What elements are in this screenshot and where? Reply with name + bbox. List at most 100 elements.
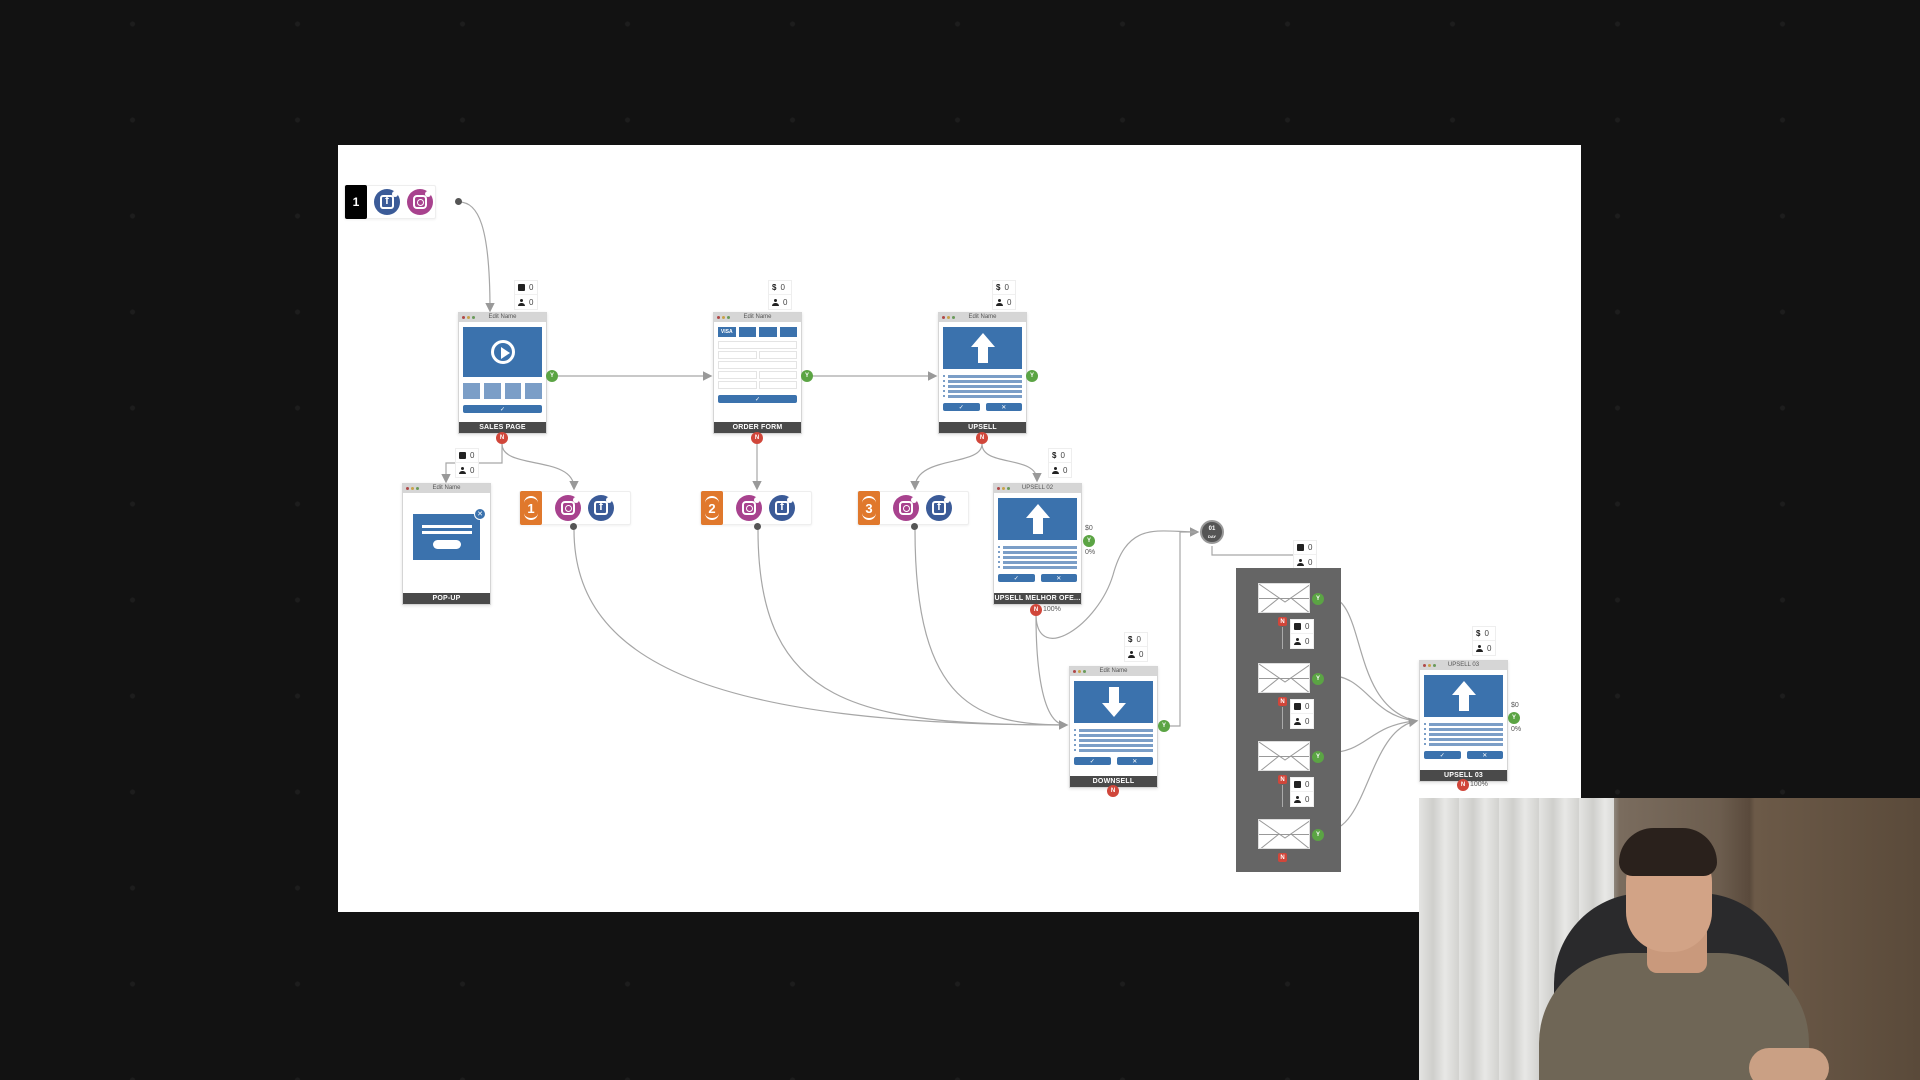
yes-port[interactable]: Y [1083, 535, 1095, 547]
email-node[interactable] [1258, 583, 1310, 613]
decline-button-preview: ✕ [1116, 757, 1153, 765]
node-label: UPSELL 03 [1420, 770, 1507, 781]
accept-button-preview: ✓ [1424, 751, 1461, 759]
wire-retarget3-to-downsell[interactable] [914, 529, 1067, 726]
accept-button-preview: ✓ [943, 403, 980, 411]
yes-port[interactable]: Y [1026, 370, 1038, 382]
user-icon [1052, 466, 1059, 474]
facebook-icon[interactable]: f [588, 495, 614, 521]
order-form-node[interactable]: Edit Name VISA ✓ ORDER FORM [713, 312, 802, 434]
facebook-icon[interactable]: f [926, 495, 952, 521]
output-port[interactable] [570, 523, 577, 530]
retargeting-group-2[interactable]: 2 f [700, 491, 812, 525]
wire-upsell02-no-to-downsell[interactable] [1035, 615, 1069, 730]
arrow-up-icon [1025, 504, 1050, 534]
close-icon: ✕ [474, 508, 486, 520]
retarget-loop-icon: 1 [520, 491, 542, 525]
instagram-icon[interactable] [893, 495, 919, 521]
arrow-up-icon [970, 333, 995, 363]
retargeting-group-1[interactable]: 1 f [519, 491, 631, 525]
sequence-arrow [1282, 707, 1283, 729]
node-title[interactable]: Edit Name [743, 314, 772, 320]
wire-upsell-no-to-upsell02[interactable] [981, 443, 1042, 483]
node-title[interactable]: Edit Name [1099, 668, 1128, 674]
upsell-03-node[interactable]: UPSELL 03 ✓✕ UPSELL 03 [1419, 660, 1508, 782]
wire-timer-to-emails[interactable] [1211, 546, 1305, 568]
arrow-down-icon [1101, 687, 1126, 717]
downsell-node[interactable]: Edit Name ✓✕ DOWNSELL [1069, 666, 1158, 788]
output-port[interactable] [754, 523, 761, 530]
wire-upsell-no-to-retarget3[interactable] [910, 443, 983, 491]
facebook-icon[interactable]: f [374, 189, 400, 215]
node-title[interactable]: Edit Name [968, 314, 997, 320]
no-percentage: 100% [1043, 606, 1061, 613]
node-title[interactable]: Edit Name [432, 485, 461, 491]
node-title[interactable]: Edit Name [488, 314, 517, 320]
no-port[interactable]: N [1278, 617, 1287, 626]
check-icon [459, 452, 466, 459]
yes-port[interactable]: Y [546, 370, 558, 382]
node-title[interactable]: UPSELL 02 [1021, 485, 1054, 491]
no-port[interactable]: N [1457, 779, 1469, 791]
upsell-02-node[interactable]: UPSELL 02 ✓✕ UPSELL MELHOR OFE... [993, 483, 1082, 605]
envelope-icon [1259, 742, 1309, 770]
source-output-port[interactable] [455, 198, 462, 205]
envelope-icon [1259, 664, 1309, 692]
email-node[interactable] [1258, 741, 1310, 771]
wire-retarget1-to-downsell[interactable] [573, 529, 1067, 726]
dollar-icon: $ [1476, 629, 1481, 638]
node-label: DOWNSELL [1070, 776, 1157, 787]
envelope-icon [1259, 584, 1309, 612]
yes-port[interactable]: Y [1312, 673, 1324, 685]
presenter-webcam [1419, 798, 1920, 1080]
yes-port[interactable]: Y [1312, 829, 1324, 841]
no-port[interactable]: N [1278, 853, 1287, 862]
wire-source-to-sales[interactable] [458, 201, 495, 313]
yes-port[interactable]: Y [1312, 751, 1324, 763]
wire-upsell02-no-to-timer[interactable] [1035, 527, 1200, 639]
node-title[interactable]: UPSELL 03 [1447, 662, 1480, 668]
popup-node[interactable]: Edit Name ✕ POP-UP [402, 483, 491, 605]
no-port[interactable]: N [751, 432, 763, 444]
wire-sales-no-to-retarget1[interactable] [501, 443, 579, 491]
wire-downsell-yes-to-timer[interactable] [1170, 531, 1196, 727]
funnel-builder-canvas[interactable]: 1 f 0 0 Edit Name ✓ SALES PAGE Y N $0 0 [338, 145, 1581, 912]
user-icon [996, 298, 1003, 306]
no-port[interactable]: N [976, 432, 988, 444]
email-node[interactable] [1258, 819, 1310, 849]
no-port[interactable]: N [1030, 604, 1042, 616]
yes-port[interactable]: Y [801, 370, 813, 382]
wire-retarget2-to-downsell[interactable] [757, 529, 1067, 726]
upsell-02-stats: $0 0 [1048, 448, 1072, 478]
discover-card-icon [779, 327, 797, 337]
sequence-arrow [1282, 785, 1283, 807]
email-node[interactable] [1258, 663, 1310, 693]
sales-page-node[interactable]: Edit Name ✓ SALES PAGE [458, 312, 547, 434]
upsell-node[interactable]: Edit Name ✓✕ UPSELL [938, 312, 1027, 434]
form-fields-preview [718, 341, 797, 389]
no-port[interactable]: N [496, 432, 508, 444]
yes-port[interactable]: Y [1312, 593, 1324, 605]
instagram-icon[interactable] [555, 495, 581, 521]
facebook-icon[interactable]: f [769, 495, 795, 521]
accept-button-preview: ✓ [998, 574, 1035, 582]
output-port[interactable] [911, 523, 918, 530]
revenue-label: $0 [1511, 702, 1519, 709]
check-icon [1294, 623, 1301, 630]
check-icon [1294, 703, 1301, 710]
yes-port[interactable]: Y [1158, 720, 1170, 732]
no-port[interactable]: N [1278, 775, 1287, 784]
retargeting-group-3[interactable]: 3 f [857, 491, 969, 525]
node-label: SALES PAGE [459, 422, 546, 433]
no-port[interactable]: N [1278, 697, 1287, 706]
no-port[interactable]: N [1107, 785, 1119, 797]
traffic-source-1[interactable]: 1 f [344, 185, 436, 219]
instagram-icon[interactable] [736, 495, 762, 521]
yes-port[interactable]: Y [1508, 712, 1520, 724]
instagram-icon[interactable] [407, 189, 433, 215]
wait-timer-node[interactable]: 01 DAY [1200, 520, 1224, 544]
payment-cards: VISA [718, 327, 797, 337]
